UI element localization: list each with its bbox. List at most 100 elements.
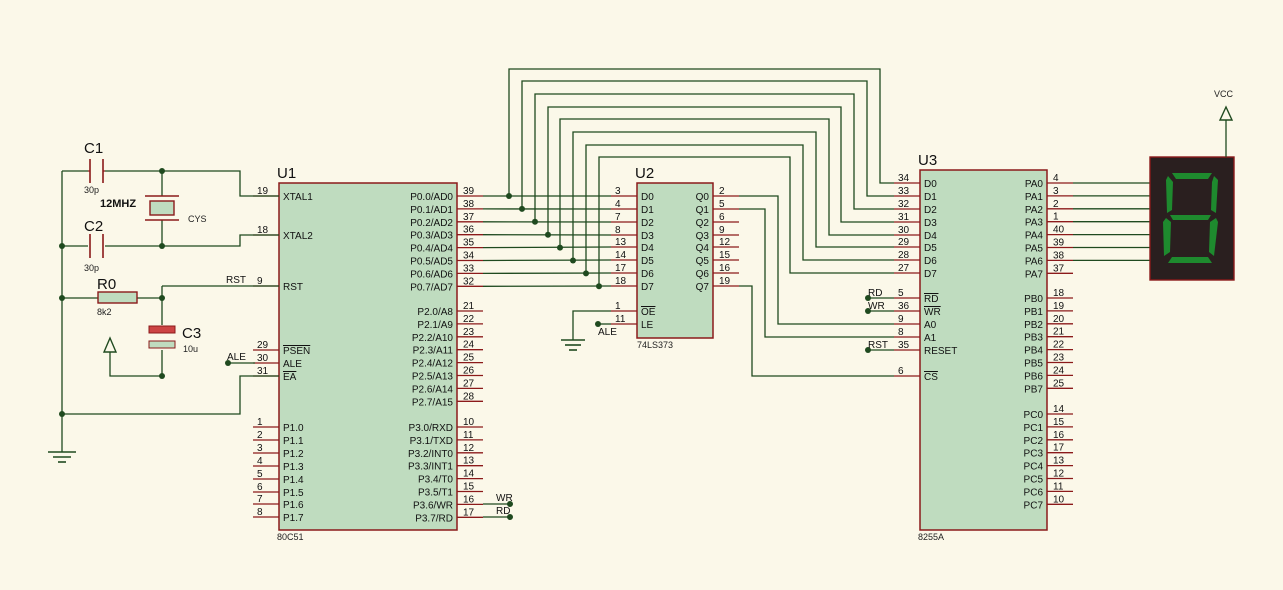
pin-q0[interactable]: 2Q0: [696, 186, 739, 203]
pin-p1-5[interactable]: 6P1.5: [253, 482, 304, 499]
pin-name: PA0: [1025, 179, 1044, 190]
pin-a1[interactable]: 8A1: [894, 327, 937, 344]
pin-d2[interactable]: 7D2: [611, 212, 654, 229]
pin-d1[interactable]: 4D1: [611, 199, 654, 216]
pin-q2[interactable]: 6Q2: [696, 212, 739, 229]
pin-q3[interactable]: 9Q3: [696, 225, 739, 242]
pin-name: P0.2/AD2: [410, 218, 453, 229]
pin-d3[interactable]: 8D3: [611, 225, 654, 242]
pin-p1-1[interactable]: 2P1.1: [253, 430, 304, 447]
u2-body[interactable]: [636, 182, 714, 339]
pin-p1-4[interactable]: 5P1.4: [253, 469, 304, 486]
seven-segment-display[interactable]: VCC: [1149, 89, 1235, 281]
pin-p1-6[interactable]: 7P1.6: [253, 494, 304, 511]
pin-q1[interactable]: 5Q1: [696, 199, 739, 216]
pin-p1-2[interactable]: 3P1.2: [253, 443, 304, 460]
pin-p1-7[interactable]: 8P1.7: [253, 507, 304, 524]
pin-p1-3[interactable]: 4P1.3: [253, 456, 304, 473]
pin-rd[interactable]: 5RD: [894, 288, 938, 305]
pin-p1-0[interactable]: 1P1.0: [253, 417, 304, 434]
pin-oe[interactable]: 1OE: [611, 301, 656, 318]
crystal-body[interactable]: [149, 200, 175, 216]
pin-cs[interactable]: 6CS: [894, 366, 938, 383]
u3-body[interactable]: [919, 169, 1048, 531]
u1-ref: U1: [277, 165, 296, 182]
pin-a0[interactable]: 9A0: [894, 314, 937, 331]
u1-body[interactable]: [278, 182, 458, 531]
pin-name: D3: [641, 231, 654, 242]
pin-d0[interactable]: 3D0: [611, 186, 654, 203]
r0-body[interactable]: [97, 291, 138, 304]
